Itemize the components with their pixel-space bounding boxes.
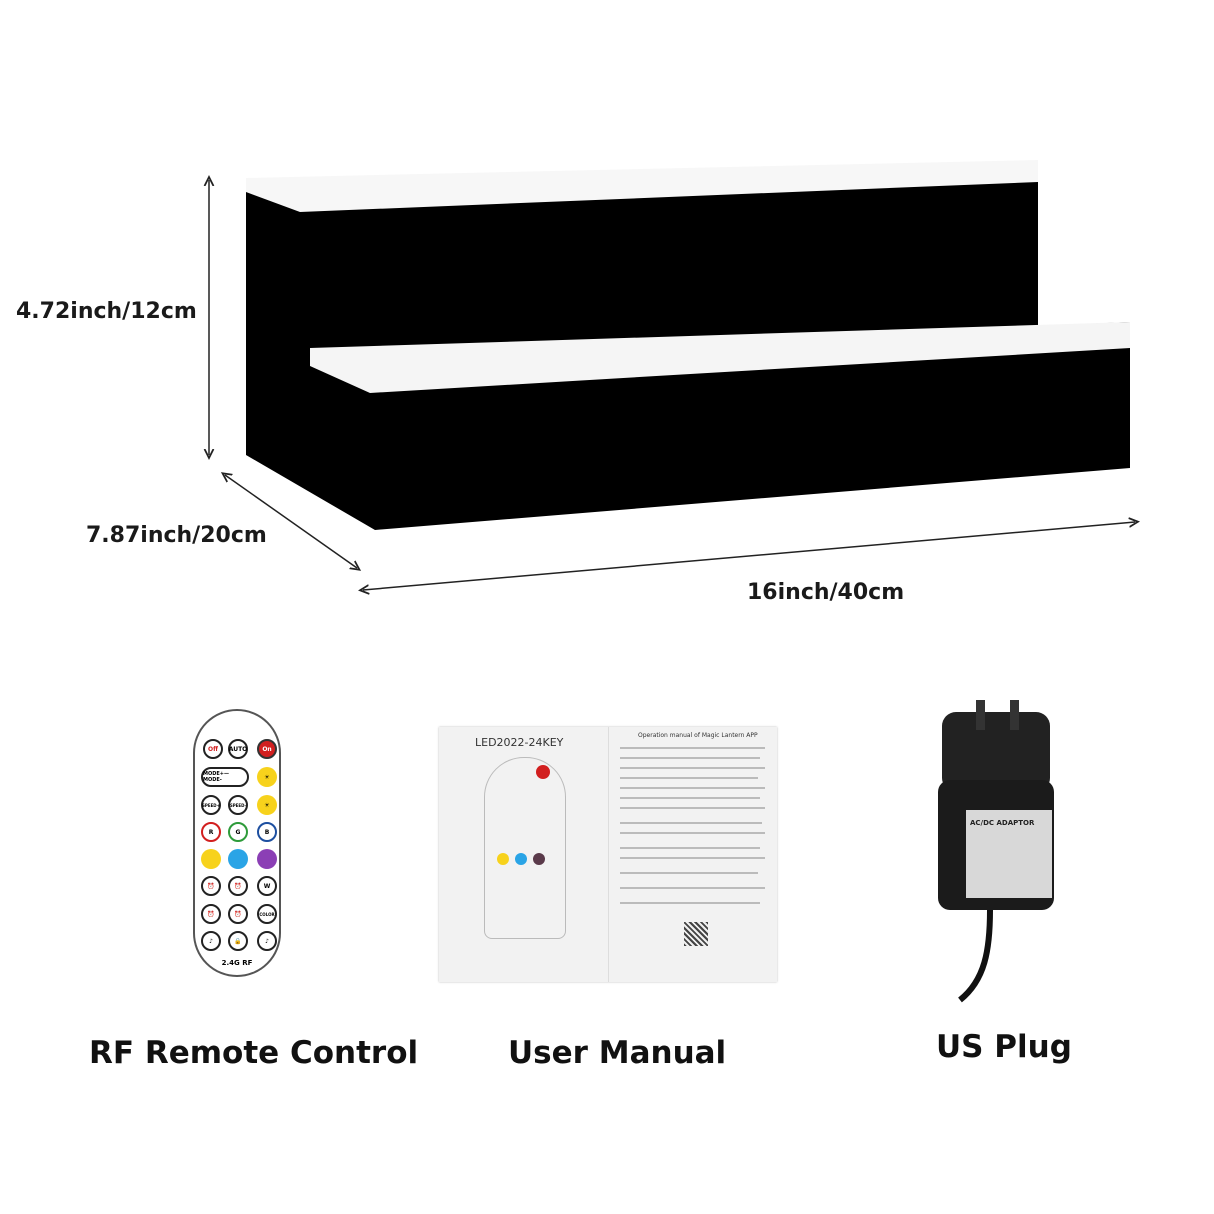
timer-icon: ⏰	[228, 904, 248, 924]
adapter-label: AC/DC ADAPTOR	[970, 819, 1035, 827]
cyan-color-button	[228, 849, 248, 869]
depth-label: 7.87inch/20cm	[86, 523, 267, 548]
width-label: 16inch/40cm	[747, 580, 905, 605]
purple-color-button	[257, 849, 277, 869]
user-manual-image: LED2022-24KEY Operation manual of Magic …	[439, 727, 777, 982]
manual-purple-dot	[533, 853, 545, 865]
lock-icon: 🔒	[228, 931, 248, 951]
manual-caption: User Manual	[508, 1035, 727, 1071]
plug-caption: US Plug	[936, 1029, 1072, 1065]
depth-arrow	[225, 475, 357, 568]
upper-shelf-top	[246, 160, 1038, 212]
led-shelf-illustration	[0, 160, 1214, 640]
remote-footer: 2.4G RF	[221, 959, 253, 967]
remote-g-button: G	[228, 822, 248, 842]
brightness-up-icon: ☀	[257, 767, 277, 787]
remote-mode-button: MODE+—MODE-	[201, 767, 249, 787]
yellow-color-button	[201, 849, 221, 869]
music-note-icon: ♪	[257, 931, 277, 951]
manual-left-page: LED2022-24KEY	[439, 727, 609, 982]
timer-icon: ⏰	[201, 876, 221, 896]
lower-shelf-top	[310, 322, 1130, 393]
timer-icon: ⏰	[228, 876, 248, 896]
remote-r-button: R	[201, 822, 221, 842]
timer-icon: ⏰	[201, 904, 221, 924]
brightness-down-icon: ☀	[257, 795, 277, 815]
manual-yellow-dot	[497, 853, 509, 865]
remote-on-button: On	[257, 739, 277, 759]
manual-left-title: LED2022-24KEY	[475, 736, 564, 749]
remote-off-button: Off	[203, 739, 223, 759]
remote-speed-down-button: SPEED-	[228, 795, 248, 815]
height-label: 4.72inch/12cm	[16, 299, 197, 324]
remote-w-button: W	[257, 876, 277, 896]
remote-color-button: COLOR	[257, 904, 277, 924]
width-arrow	[363, 522, 1135, 590]
manual-right-page: Operation manual of Magic Lantern APP	[608, 727, 777, 982]
us-plug-adapter-image: AC/DC ADAPTOR	[938, 700, 1054, 1003]
remote-caption: RF Remote Control	[89, 1035, 419, 1071]
remote-b-button: B	[257, 822, 277, 842]
manual-right-title: Operation manual of Magic Lantern APP	[638, 732, 758, 739]
manual-remote-diagram	[484, 757, 566, 939]
rf-remote-image: Off AUTO On MODE+—MODE- ☀ SPEED+ SPEED- …	[193, 709, 281, 977]
manual-cyan-dot	[515, 853, 527, 865]
music-note-icon: ♪	[201, 931, 221, 951]
qr-code-icon	[684, 922, 708, 946]
manual-on-button	[536, 765, 550, 779]
remote-speed-up-button: SPEED+	[201, 795, 221, 815]
remote-auto-button: AUTO	[228, 739, 248, 759]
